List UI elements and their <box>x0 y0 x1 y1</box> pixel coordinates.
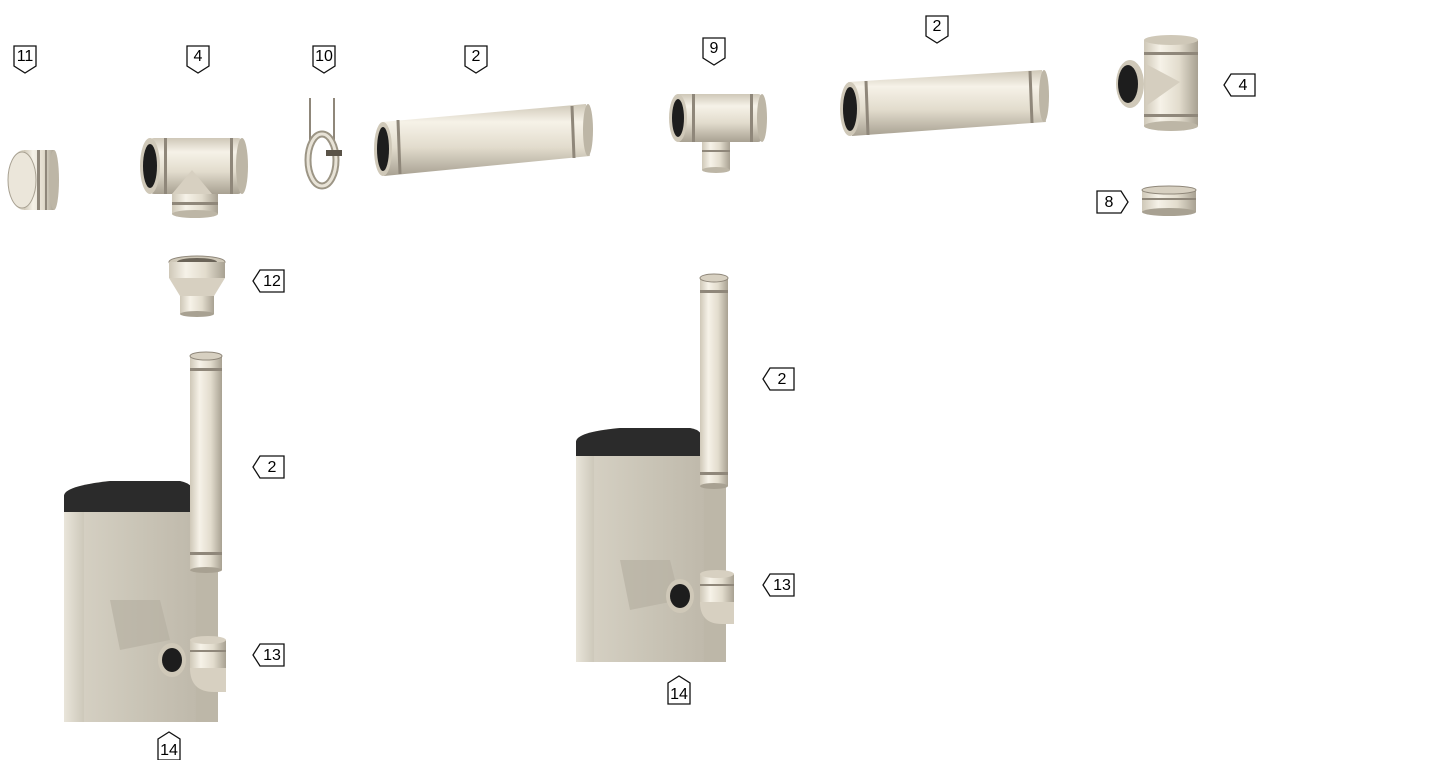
svg-text:10: 10 <box>315 48 333 65</box>
tee-part-right <box>1116 35 1198 131</box>
callout-2-top-first: 2 <box>464 45 488 74</box>
reducer-part <box>168 255 226 317</box>
callout-9: 9 <box>702 37 726 66</box>
callout-12: 12 <box>252 269 285 293</box>
svg-text:9: 9 <box>710 40 719 57</box>
callout-10: 10 <box>312 45 336 74</box>
straight-pipe-part-top-1 <box>374 104 593 176</box>
callout-13-left: 13 <box>252 643 285 667</box>
svg-text:12: 12 <box>263 273 281 290</box>
tee-with-drain-part <box>669 94 767 173</box>
callout-14-left: 14 <box>157 731 181 760</box>
svg-text:2: 2 <box>268 459 277 476</box>
boiler-assembly-left <box>64 351 226 722</box>
svg-text:2: 2 <box>472 48 481 65</box>
svg-text:13: 13 <box>773 577 791 594</box>
callout-4-right: 4 <box>1223 73 1256 97</box>
callout-2-centre-assembly: 2 <box>762 367 795 391</box>
callout-14-centre: 14 <box>667 675 691 705</box>
svg-text:14: 14 <box>670 686 688 703</box>
callout-13-centre: 13 <box>762 573 795 597</box>
end-cap-part <box>7 150 59 210</box>
svg-text:14: 14 <box>160 742 178 759</box>
svg-text:4: 4 <box>1239 77 1248 94</box>
svg-text:11: 11 <box>17 48 34 65</box>
adapter-ring-part <box>1141 185 1197 216</box>
callout-11: 11 <box>13 45 37 74</box>
svg-text:13: 13 <box>263 647 281 664</box>
callout-4-left: 4 <box>186 45 210 74</box>
svg-text:8: 8 <box>1105 194 1114 211</box>
callout-2-top-second: 2 <box>925 15 949 44</box>
callout-2-left-assembly: 2 <box>252 455 285 479</box>
straight-pipe-part-top-2 <box>840 70 1049 136</box>
callout-8: 8 <box>1096 190 1129 214</box>
boiler-assembly-centre <box>576 273 734 662</box>
svg-text:2: 2 <box>933 18 942 35</box>
svg-text:2: 2 <box>778 371 787 388</box>
tee-part-left <box>140 138 248 218</box>
svg-text:4: 4 <box>194 48 203 65</box>
clamp-part <box>304 98 342 190</box>
